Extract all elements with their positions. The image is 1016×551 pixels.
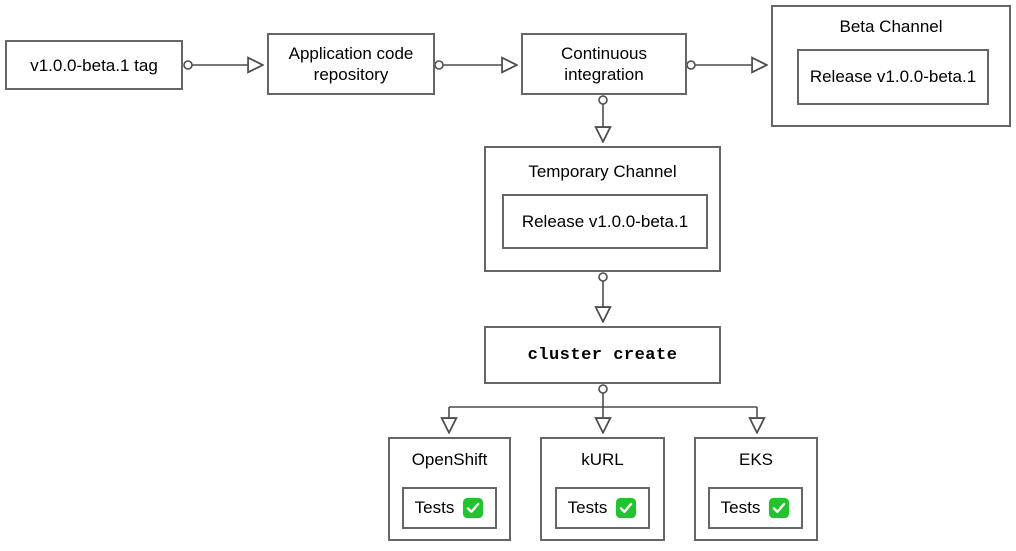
edge-repo-to-ci	[434, 61, 516, 69]
edge-temporary-channel-to-cluster-create	[599, 272, 607, 321]
container-temporary-channel[interactable]: Temporary Channel Release v1.0.0-beta.1	[484, 146, 721, 272]
beta-channel-release-box[interactable]: Release v1.0.0-beta.1	[797, 49, 989, 105]
node-cluster-create[interactable]: cluster create	[484, 326, 721, 384]
green-check-icon	[463, 497, 484, 519]
container-beta-channel-title: Beta Channel	[839, 17, 943, 36]
node-application-code-repository-label: Application code repository	[288, 44, 414, 84]
platform-eks-title: EKS	[738, 450, 774, 469]
container-platform-openshift[interactable]: OpenShift Tests	[388, 437, 511, 541]
container-platform-eks[interactable]: EKS Tests	[694, 437, 818, 541]
platform-eks-tests-label: Tests	[720, 498, 761, 517]
container-temporary-channel-title: Temporary Channel	[528, 162, 677, 181]
edge-tag-to-repo	[183, 61, 262, 69]
node-continuous-integration-label: Continuous integration	[560, 44, 647, 84]
node-application-code-repository[interactable]: Application code repository	[267, 33, 435, 95]
edge-ci-to-temporary-channel	[599, 95, 607, 141]
platform-openshift-title: OpenShift	[411, 450, 488, 469]
edge-cluster-create-branch	[449, 384, 757, 432]
temporary-channel-release-box[interactable]: Release v1.0.0-beta.1	[502, 194, 708, 249]
node-version-tag-label: v1.0.0-beta.1 tag	[30, 55, 158, 75]
green-check-icon	[769, 497, 790, 519]
node-version-tag[interactable]: v1.0.0-beta.1 tag	[5, 40, 183, 90]
edge-ci-to-beta-channel	[686, 61, 766, 69]
platform-kurl-tests-label: Tests	[567, 498, 608, 517]
platform-eks-tests-box[interactable]: Tests	[708, 487, 803, 529]
beta-channel-release-label: Release v1.0.0-beta.1	[809, 67, 977, 86]
platform-openshift-tests-label: Tests	[414, 498, 455, 517]
green-check-icon	[616, 497, 637, 519]
platform-openshift-tests-box[interactable]: Tests	[402, 487, 497, 529]
node-cluster-create-label: cluster create	[527, 345, 678, 365]
temporary-channel-release-label: Release v1.0.0-beta.1	[521, 211, 689, 231]
platform-kurl-tests-box[interactable]: Tests	[555, 487, 650, 529]
container-platform-kurl[interactable]: kURL Tests	[540, 437, 665, 541]
node-continuous-integration[interactable]: Continuous integration	[521, 33, 687, 95]
platform-kurl-title: kURL	[581, 450, 624, 469]
container-beta-channel[interactable]: Beta Channel Release v1.0.0-beta.1	[771, 5, 1011, 127]
